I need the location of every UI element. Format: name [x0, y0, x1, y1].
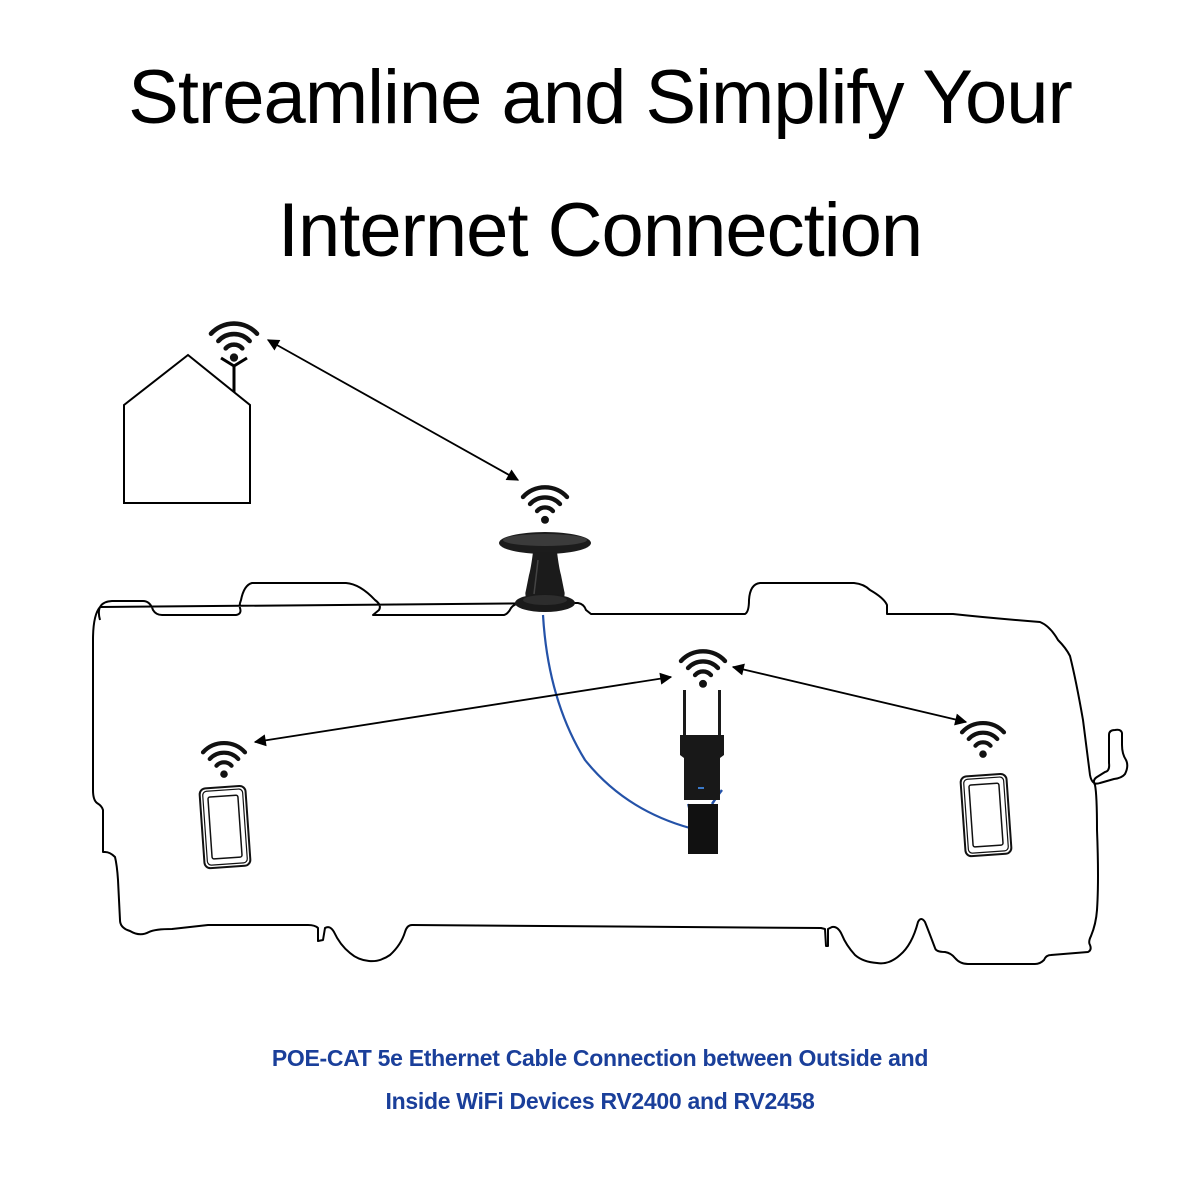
- router-wifi-icon: [681, 651, 725, 687]
- headline-line-2: Internet Connection: [277, 188, 923, 273]
- headline-line-1: Streamline and Simplify Your: [128, 55, 1073, 140]
- left-tablet-wifi-icon: [203, 743, 245, 778]
- rv-outline: [92, 582, 1129, 965]
- house-wifi-icon: [211, 324, 257, 362]
- left-tablet-icon: [198, 784, 252, 870]
- caption-line-2: Inside WiFi Devices RV2400 and RV2458: [385, 1088, 815, 1114]
- house-icon: [123, 353, 251, 504]
- right-tablet-wifi-icon: [962, 723, 1004, 758]
- right-tablet-icon: [959, 772, 1013, 858]
- wifi-link-house-antenna: [266, 339, 520, 481]
- antenna-wifi-icon: [523, 487, 567, 523]
- wifi-link-router-right-tablet: [731, 663, 968, 726]
- dome-antenna-icon: [499, 532, 591, 612]
- caption-line-1: POE-CAT 5e Ethernet Cable Connection bet…: [271, 1045, 929, 1071]
- wifi-link-router-left-tablet: [253, 672, 673, 747]
- router-icon: [680, 690, 724, 854]
- ethernet-cable: [541, 614, 691, 830]
